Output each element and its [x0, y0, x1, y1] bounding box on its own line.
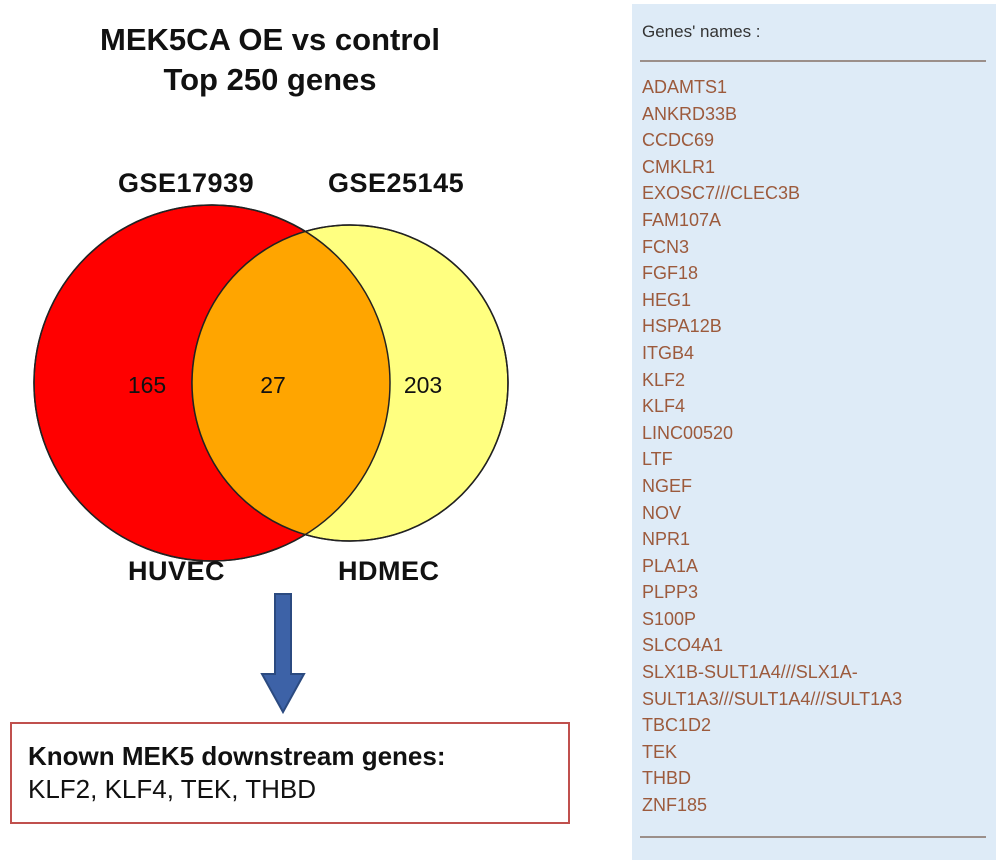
- gene-name-item: EXOSC7///CLEC3B: [642, 183, 801, 204]
- gene-name-item: FCN3: [642, 236, 690, 257]
- right-only-count: 203: [404, 372, 442, 398]
- title-line-2: Top 250 genes: [163, 62, 377, 97]
- gene-name-item: SLX1B-SULT1A4///SLX1A-: [642, 662, 858, 683]
- gene-name-item: LINC00520: [642, 422, 734, 443]
- diagram-title: MEK5CA OE vs control Top 250 genes: [60, 20, 480, 100]
- gene-name-item: SLCO4A1: [642, 635, 724, 656]
- gene-name-item: PLPP3: [642, 582, 699, 603]
- down-arrow-icon: [260, 593, 306, 715]
- gene-name-item: TEK: [642, 741, 678, 762]
- known-genes-title: Known MEK5 downstream genes:: [28, 741, 446, 771]
- overlap-region: [192, 225, 390, 541]
- gene-name-item: ITGB4: [642, 342, 695, 363]
- gene-name-item: LTF: [642, 449, 673, 470]
- gene-name-item: ADAMTS1: [642, 77, 728, 97]
- gene-name-item: HSPA12B: [642, 316, 722, 337]
- gene-name-item: KLF2: [642, 369, 686, 390]
- gene-name-item: FGF18: [642, 263, 699, 284]
- right-set-outline: [191, 224, 509, 542]
- gene-name-item: S100P: [642, 608, 697, 629]
- right-set-cell-type-label: HDMEC: [338, 556, 440, 586]
- known-genes-list: KLF2, KLF4, TEK, THBD: [28, 774, 317, 804]
- known-downstream-genes-box: Known MEK5 downstream genes: KLF2, KLF4,…: [10, 722, 570, 824]
- gene-names-header: Genes' names :: [642, 22, 761, 41]
- gene-name-item: THBD: [642, 768, 691, 789]
- gene-name-item: KLF4: [642, 396, 686, 417]
- gene-name-item: SULT1A3///SULT1A4///SULT1A3: [642, 688, 903, 709]
- left-set-cell-type-label: HUVEC: [128, 556, 226, 586]
- gene-name-item: CMKLR1: [642, 156, 716, 177]
- left-set-outline: [33, 204, 391, 562]
- left-only-count: 165: [128, 372, 166, 398]
- gene-name-item: NPR1: [642, 529, 691, 550]
- venn-diagram: 165 27 203: [33, 204, 509, 562]
- gene-name-item: HEG1: [642, 289, 692, 310]
- gene-name-item: NOV: [642, 502, 682, 523]
- header-divider: [640, 60, 986, 62]
- left-set-dataset-label: GSE17939: [118, 168, 255, 198]
- gene-name-item: CCDC69: [642, 130, 715, 151]
- gene-name-item: FAM107A: [642, 209, 722, 230]
- gene-name-item: TBC1D2: [642, 715, 712, 736]
- gene-name-item: ANKRD33B: [642, 103, 738, 124]
- overlap-count: 27: [260, 372, 286, 398]
- gene-name-item: ZNF185: [642, 795, 708, 816]
- title-line-1: MEK5CA OE vs control: [100, 22, 440, 57]
- right-set-dataset-label: GSE25145: [328, 168, 465, 198]
- gene-name-item: NGEF: [642, 475, 693, 496]
- gene-name-item: PLA1A: [642, 555, 699, 576]
- footer-divider: [640, 836, 986, 838]
